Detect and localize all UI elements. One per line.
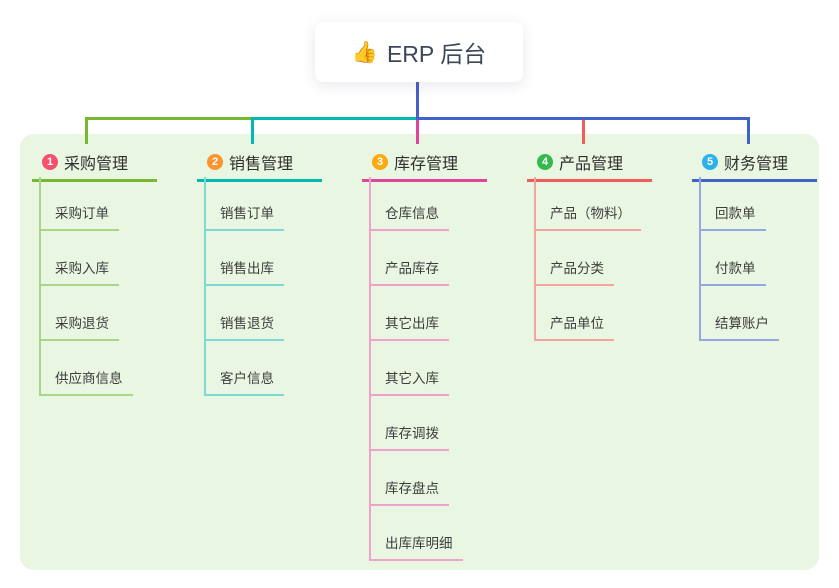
- branch-3-spine: [369, 177, 371, 561]
- branch-1-number-badge: 1: [42, 154, 58, 170]
- branch-1-spine: [39, 177, 41, 396]
- branch-5-label: 财务管理: [724, 156, 789, 173]
- child-node[interactable]: 采购订单: [39, 206, 119, 231]
- connector-drop-branch-3: [416, 118, 419, 144]
- child-node[interactable]: 供应商信息: [39, 371, 133, 396]
- child-node[interactable]: 客户信息: [204, 371, 284, 396]
- branch-node-2[interactable]: 2 销售管理: [197, 149, 322, 182]
- branch-4-label: 产品管理: [559, 156, 624, 173]
- branch-node-5[interactable]: 5 财务管理: [692, 149, 817, 182]
- connector-bus-teal: [251, 117, 418, 120]
- child-node[interactable]: 产品分类: [534, 261, 614, 286]
- child-node[interactable]: 采购入库: [39, 261, 119, 286]
- branch-4-number-badge: 4: [537, 154, 553, 170]
- child-node[interactable]: 销售出库: [204, 261, 284, 286]
- branch-4-spine: [534, 177, 536, 341]
- connector-drop-branch-1: [85, 118, 88, 144]
- connector-drop-branch-4: [582, 118, 585, 144]
- branch-2-label: 销售管理: [229, 156, 294, 173]
- child-node[interactable]: 产品库存: [369, 261, 449, 286]
- child-node[interactable]: 付款单: [699, 261, 766, 286]
- child-node[interactable]: 库存盘点: [369, 481, 449, 506]
- branch-5-number-badge: 5: [702, 154, 718, 170]
- child-node[interactable]: 销售退货: [204, 316, 284, 341]
- child-node[interactable]: 销售订单: [204, 206, 284, 231]
- branch-2-number-badge: 2: [207, 154, 223, 170]
- branch-node-1[interactable]: 1 采购管理: [32, 149, 157, 182]
- branch-node-4[interactable]: 4 产品管理: [527, 149, 652, 182]
- branch-2-spine: [204, 177, 206, 396]
- connector-bus-green: [85, 117, 253, 120]
- root-label: ERP 后台: [386, 41, 487, 67]
- branch-node-3[interactable]: 3 库存管理: [362, 149, 487, 182]
- child-node[interactable]: 其它入库: [369, 371, 449, 396]
- child-node[interactable]: 产品（物料）: [534, 206, 641, 231]
- child-node[interactable]: 回款单: [699, 206, 766, 231]
- child-node[interactable]: 库存调拨: [369, 426, 449, 451]
- child-node[interactable]: 仓库信息: [369, 206, 449, 231]
- connector-root-stem: [416, 82, 419, 120]
- branch-3-label: 库存管理: [394, 156, 459, 173]
- child-node[interactable]: 结算账户: [699, 316, 779, 341]
- connector-drop-branch-2: [251, 118, 254, 144]
- root-node[interactable]: 👍 ERP 后台: [315, 22, 523, 82]
- child-node[interactable]: 出库库明细: [369, 536, 463, 561]
- thumbs-up-icon: 👍: [351, 40, 378, 64]
- branch-5-spine: [699, 177, 701, 341]
- connector-drop-branch-5: [747, 118, 750, 144]
- connector-bus-blue: [416, 117, 750, 120]
- child-node[interactable]: 其它出库: [369, 316, 449, 341]
- map-background-panel: [20, 134, 819, 570]
- branch-1-label: 采购管理: [64, 156, 129, 173]
- child-node[interactable]: 采购退货: [39, 316, 119, 341]
- child-node[interactable]: 产品单位: [534, 316, 614, 341]
- branch-3-number-badge: 3: [372, 154, 388, 170]
